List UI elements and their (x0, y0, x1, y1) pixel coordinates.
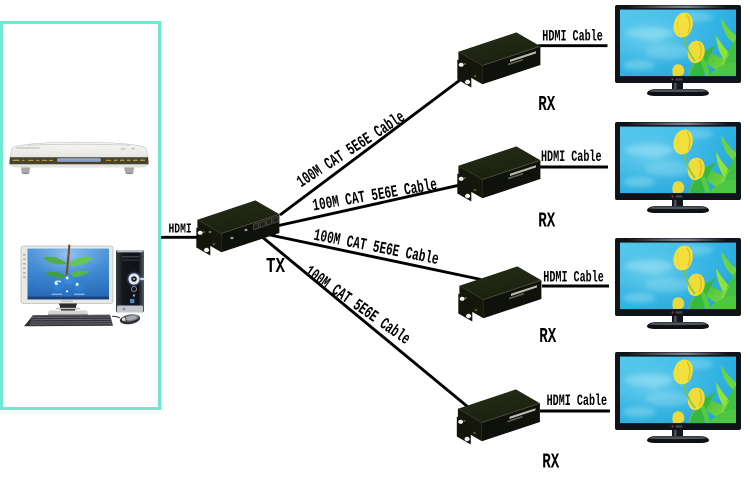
svg-text:RX: RX (538, 210, 555, 234)
svg-text:HDMI Cable: HDMI Cable (543, 269, 604, 287)
svg-text:TX: TX (266, 255, 285, 279)
svg-text:RX: RX (542, 450, 559, 474)
svg-text:100M CAT 5E6E Cable: 100M CAT 5E6E Cable (311, 176, 438, 216)
svg-text:HDMI Cable: HDMI Cable (541, 148, 602, 166)
svg-text:HDMI Cable: HDMI Cable (547, 392, 608, 410)
svg-text:100M CAT 5E6E Cable: 100M CAT 5E6E Cable (312, 227, 440, 270)
svg-text:HDMI Cable: HDMI Cable (542, 28, 603, 46)
svg-text:100M CAT 5E6E Cable: 100M CAT 5E6E Cable (294, 109, 409, 193)
svg-text:RX: RX (539, 325, 556, 349)
svg-text:100M CAT 5E6E Cable: 100M CAT 5E6E Cable (301, 263, 413, 350)
svg-text:RX: RX (538, 93, 555, 117)
svg-text:HDMI: HDMI (169, 222, 192, 238)
